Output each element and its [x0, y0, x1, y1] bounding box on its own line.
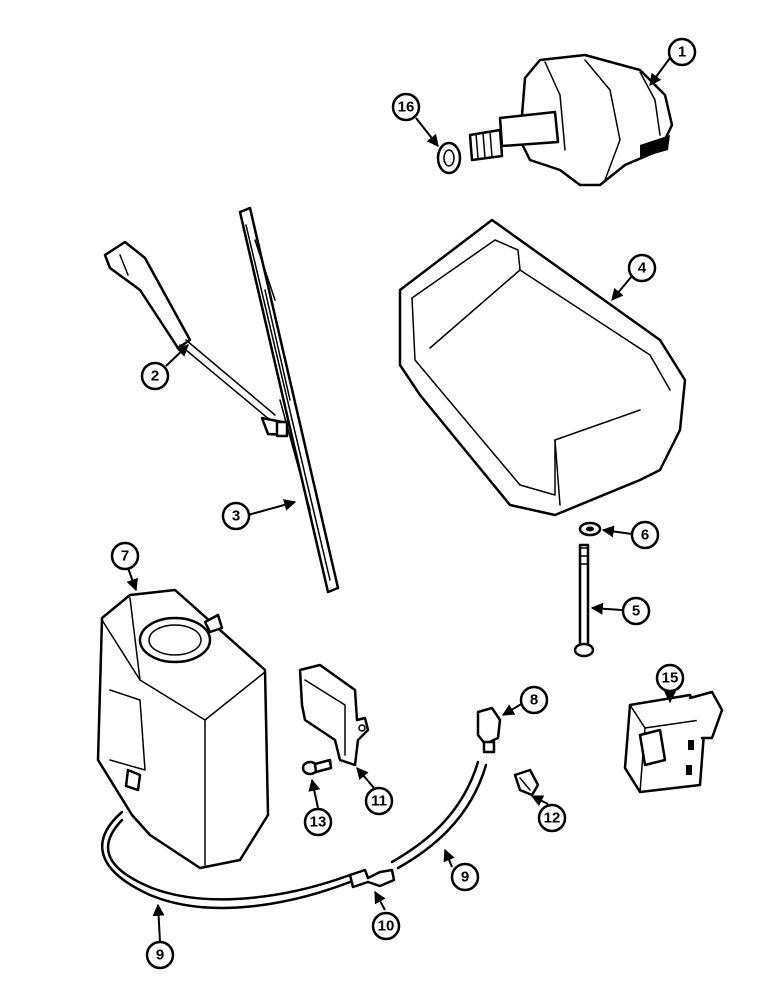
leader-8 [501, 702, 524, 716]
svg-text:13: 13 [310, 814, 327, 831]
svg-text:9: 9 [156, 947, 164, 964]
screw [301, 758, 333, 776]
svg-text:3: 3 [232, 508, 240, 525]
leader-6 [601, 525, 633, 538]
leader-16 [415, 117, 439, 147]
callout-13: 13 [303, 807, 333, 837]
callout-9-right: 9 [450, 862, 480, 892]
hose-clip [513, 768, 540, 797]
leader-12 [530, 795, 549, 807]
svg-text:1: 1 [678, 44, 686, 61]
callout-11: 11 [364, 786, 394, 816]
leader-1 [649, 57, 671, 86]
callout-15: 15 [655, 663, 685, 693]
svg-text:8: 8 [530, 692, 538, 709]
washer [578, 521, 602, 537]
svg-text:16: 16 [398, 99, 415, 116]
svg-text:9: 9 [461, 869, 469, 886]
rocker-switch [623, 690, 724, 794]
leader-5 [590, 602, 623, 615]
leader-2 [165, 344, 189, 367]
svg-text:2: 2 [151, 368, 159, 385]
svg-text:7: 7 [121, 548, 129, 565]
svg-text:12: 12 [544, 810, 561, 827]
wiper-arm [103, 240, 287, 437]
svg-text:15: 15 [662, 670, 679, 687]
bolt [573, 543, 595, 658]
svg-text:6: 6 [641, 527, 649, 544]
callout-3: 3 [221, 501, 251, 531]
mounting-bracket [298, 663, 370, 767]
callout-2: 2 [140, 361, 170, 391]
callout-9-left: 9 [145, 940, 175, 970]
svg-text:5: 5 [632, 603, 640, 620]
leader-9a [443, 848, 455, 868]
leader-7 [126, 567, 138, 592]
wiper-blade [238, 206, 340, 594]
callout-7: 7 [110, 541, 140, 571]
washer-reservoir [96, 588, 270, 870]
leader-13 [308, 778, 321, 809]
leader-3 [247, 499, 297, 516]
svg-text:10: 10 [378, 918, 395, 935]
leader-9b [152, 903, 165, 943]
hose-connector [348, 868, 396, 889]
wiper-motor [468, 53, 674, 187]
nut-washer [436, 141, 462, 175]
callout-12: 12 [537, 803, 567, 833]
callout-4: 4 [627, 253, 657, 283]
leader-4 [611, 275, 633, 301]
svg-text:4: 4 [638, 260, 647, 277]
callout-8: 8 [519, 685, 549, 715]
callout-6: 6 [630, 520, 660, 550]
hose [100, 760, 488, 910]
storage-tray [398, 218, 687, 517]
leader-11 [356, 767, 375, 789]
washer-nozzle [476, 706, 502, 754]
svg-text:11: 11 [371, 793, 387, 810]
callout-5: 5 [621, 596, 651, 626]
callout-10: 10 [371, 911, 401, 941]
callout-16: 16 [391, 92, 421, 122]
leader-10 [374, 890, 386, 911]
callout-1: 1 [667, 37, 697, 67]
